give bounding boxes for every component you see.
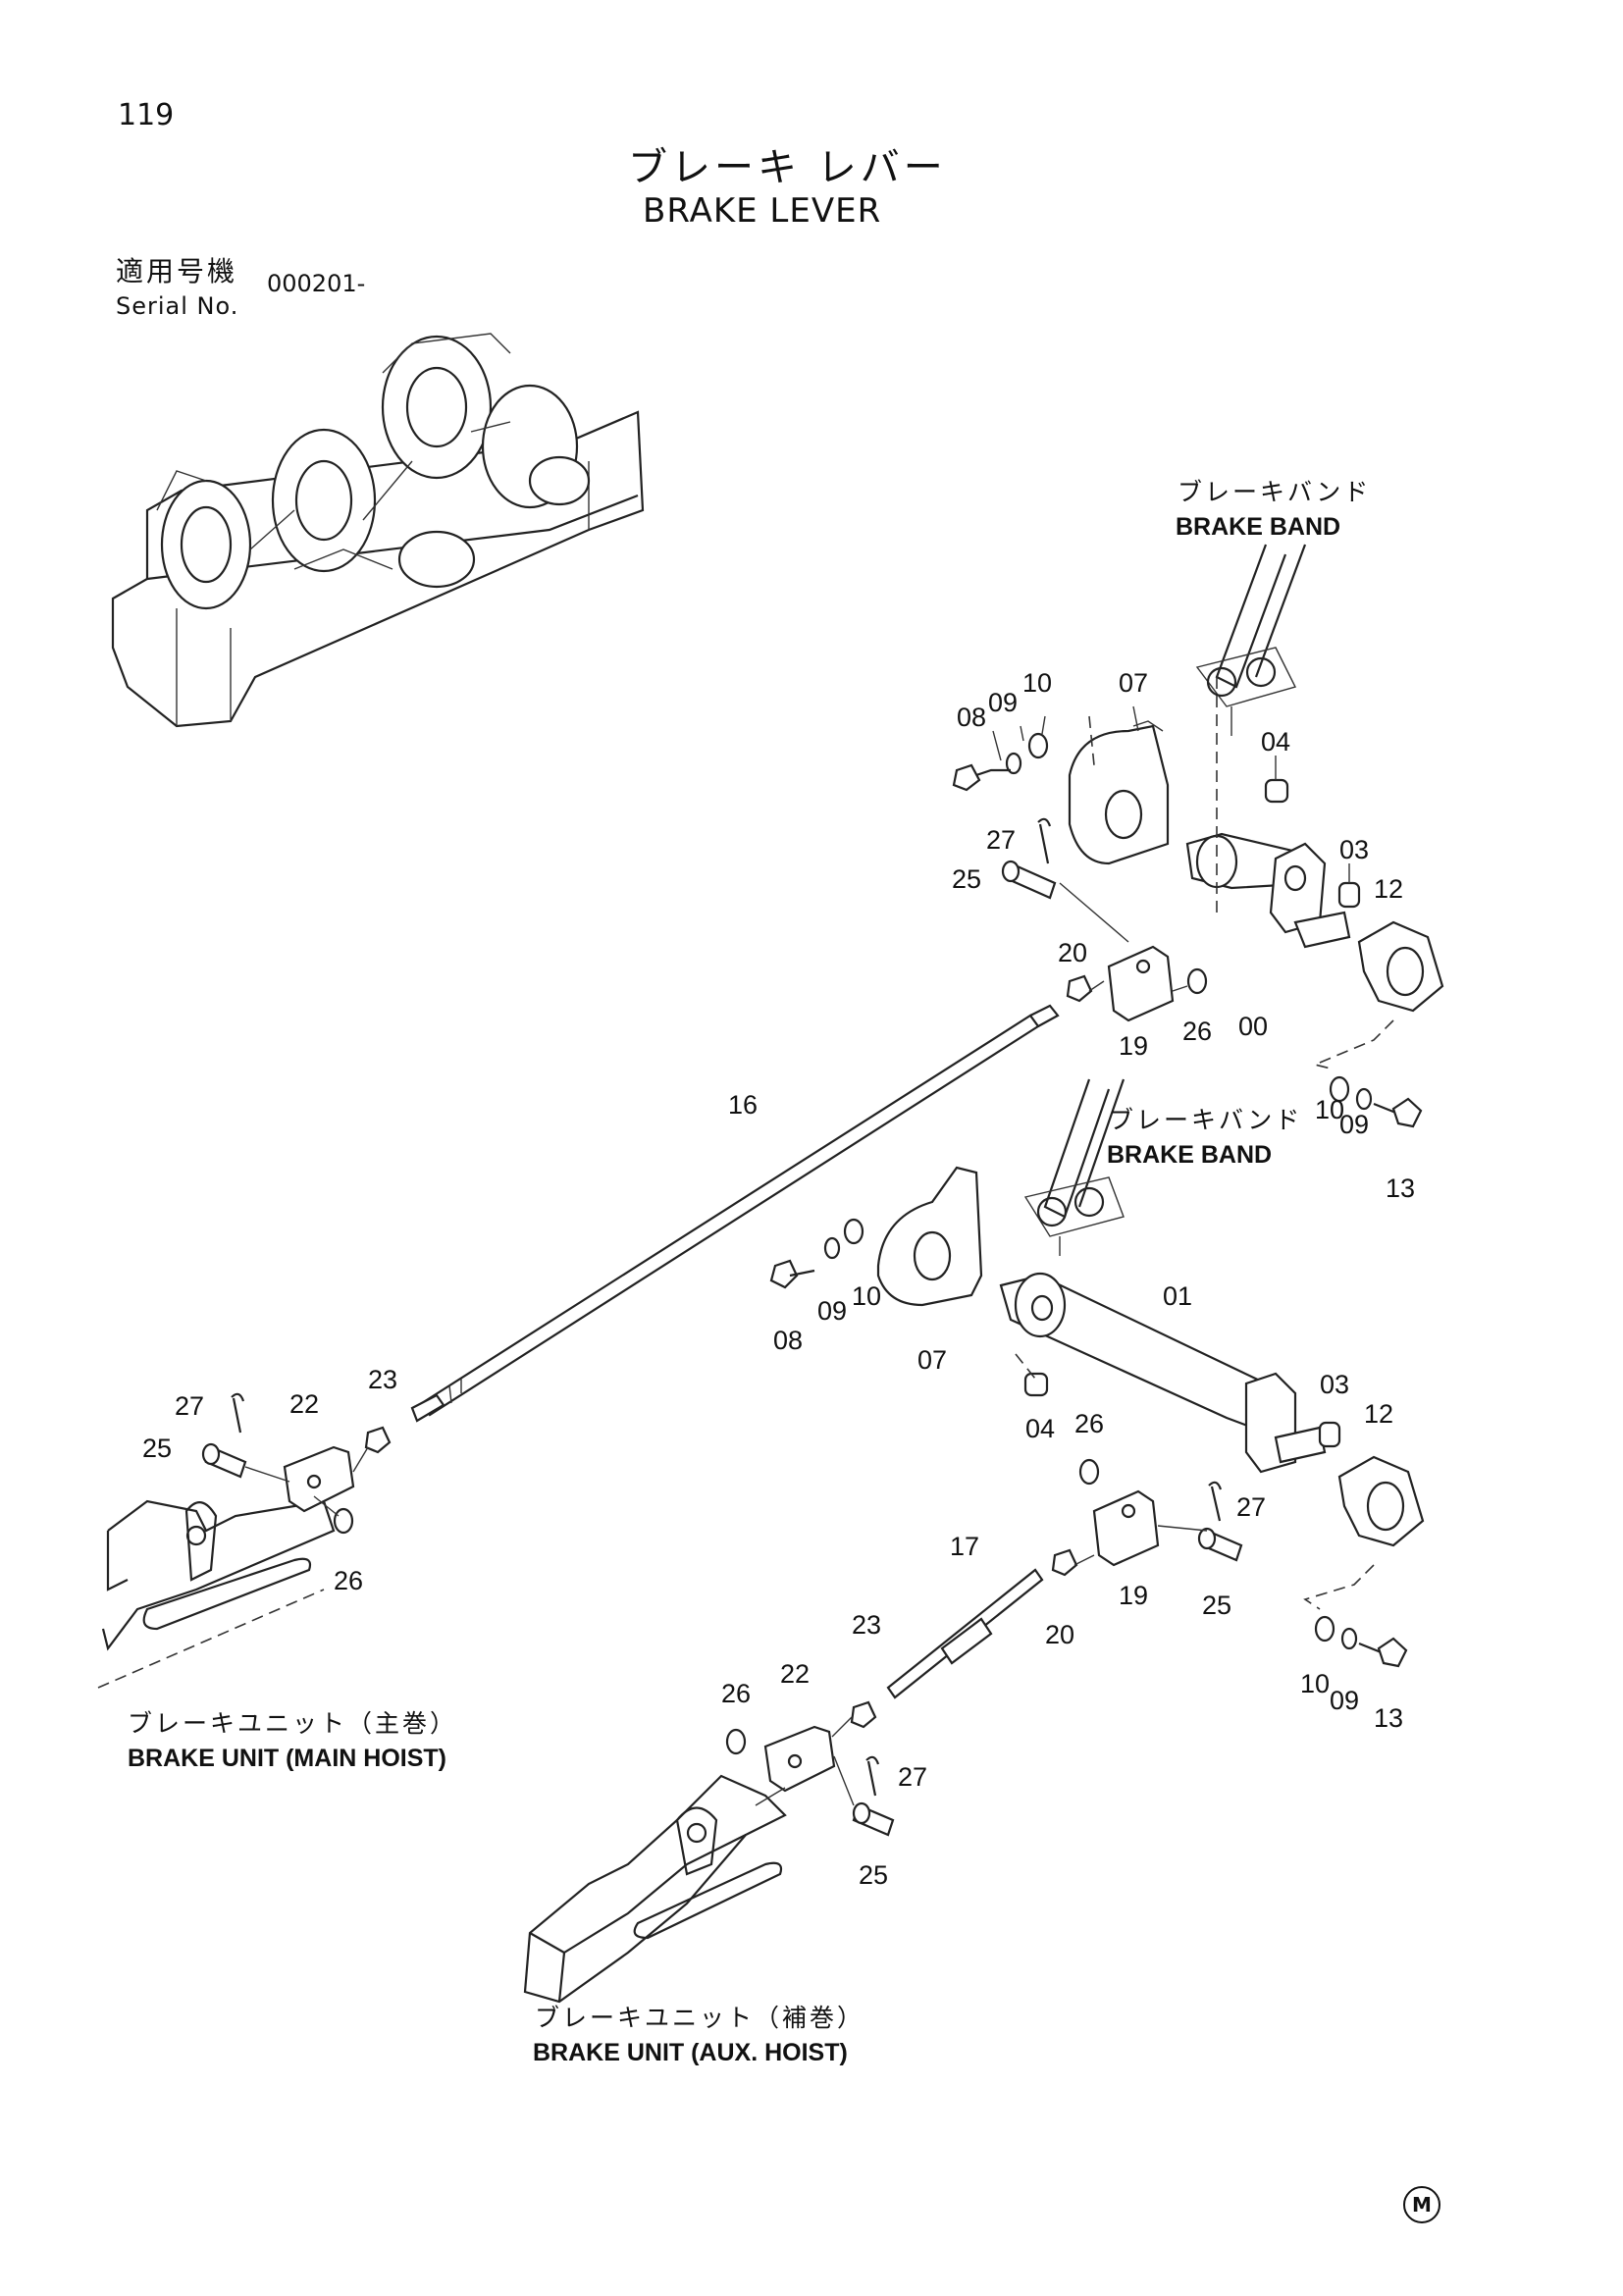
lower-bolt-set [1314,1615,1408,1668]
part-label-27: 27 [1236,1492,1266,1522]
part-label-26: 26 [1182,1017,1212,1046]
lower-lever-assembly [769,1166,1425,1610]
upper-brake-band [1195,544,1307,736]
aux-hoist-caption-en: BRAKE UNIT (AUX. HOIST) [533,2039,848,2066]
part-label-17: 17 [950,1532,979,1561]
part-label-10: 10 [1300,1669,1330,1698]
captions: ブレーキバンド BRAKE BAND ブレーキバンド BRAKE BAND ブレ… [128,478,1371,2066]
part-label-08: 08 [957,703,986,732]
aux-hoist-brake-unit [523,1700,895,2004]
part-label-13: 13 [1386,1174,1415,1203]
serial-label-english: Serial No. [116,292,239,320]
part-label-23: 23 [368,1365,397,1394]
main-hoist-caption-en: BRAKE UNIT (MAIN HOIST) [128,1745,446,1772]
part-label-25: 25 [952,864,981,894]
brake-band-caption-jp: ブレーキバンド [1109,1106,1302,1134]
title-japanese: ブレーキ レバー [628,145,947,190]
part-label-01: 01 [1163,1281,1192,1311]
brake-band-caption-en: BRAKE BAND [1176,513,1340,541]
part-label-10: 10 [1315,1095,1344,1124]
brake-band-caption-en: BRAKE BAND [1107,1141,1272,1169]
part-label-19: 19 [1119,1031,1148,1061]
part-label-03: 03 [1320,1370,1349,1399]
part-label-04: 04 [1025,1414,1055,1443]
part-label-12: 12 [1374,874,1403,904]
part-label-26: 26 [721,1679,751,1708]
part-label-12: 12 [1364,1399,1393,1429]
part-label-10: 10 [1022,668,1052,698]
part-label-08: 08 [773,1326,803,1355]
aux-hoist-caption-jp: ブレーキユニット（補巻） [535,2004,864,2032]
middle-brake-band [1023,1078,1126,1256]
part-label-09: 09 [988,688,1018,717]
part-label-13: 13 [1374,1703,1403,1733]
upper-bolt-set [1329,1075,1423,1128]
part-label-26: 26 [334,1566,363,1595]
part-label-07: 07 [917,1345,947,1375]
part-label-23: 23 [852,1610,881,1640]
part-label-27: 27 [986,825,1016,855]
main-hoist-brake-unit [97,1392,392,1689]
part-label-25: 25 [859,1860,888,1890]
part-label-19: 19 [1119,1581,1148,1610]
rod-17 [886,1568,1044,1699]
part-label-25: 25 [142,1434,172,1463]
upper-lever-assembly [952,677,1444,1070]
serial-label-japanese: 適用号機 [116,255,238,287]
part-label-16: 16 [728,1090,758,1120]
part-labels: 08 09 10 07 04 27 25 03 12 20 19 26 00 1… [142,668,1415,1890]
part-label-26: 26 [1074,1409,1104,1438]
part-label-09: 09 [1339,1110,1369,1139]
title-english: BRAKE LEVER [643,191,882,231]
serial-number-value: 000201- [267,270,366,297]
part-label-20: 20 [1058,938,1087,967]
page-number: 119 [118,98,175,132]
part-label-09: 09 [1330,1686,1359,1715]
part-label-20: 20 [1045,1620,1074,1649]
part-label-00: 00 [1238,1012,1268,1041]
part-label-25: 25 [1202,1591,1231,1620]
manufacturer-mark: M [1403,2186,1440,2223]
part-label-07: 07 [1119,668,1148,698]
part-label-09: 09 [817,1296,847,1326]
part-label-04: 04 [1261,727,1290,757]
part-label-03: 03 [1339,835,1369,864]
part-label-27: 27 [898,1762,927,1792]
main-hoist-caption-jp: ブレーキユニット（主巻） [128,1709,457,1738]
part-label-22: 22 [780,1659,810,1689]
part-label-22: 22 [289,1389,319,1419]
rod-16 [410,1004,1060,1423]
brake-band-caption-jp: ブレーキバンド [1178,478,1371,506]
part-label-10: 10 [852,1281,881,1311]
part-label-27: 27 [175,1391,204,1421]
winch-overview-drawing [111,333,645,728]
